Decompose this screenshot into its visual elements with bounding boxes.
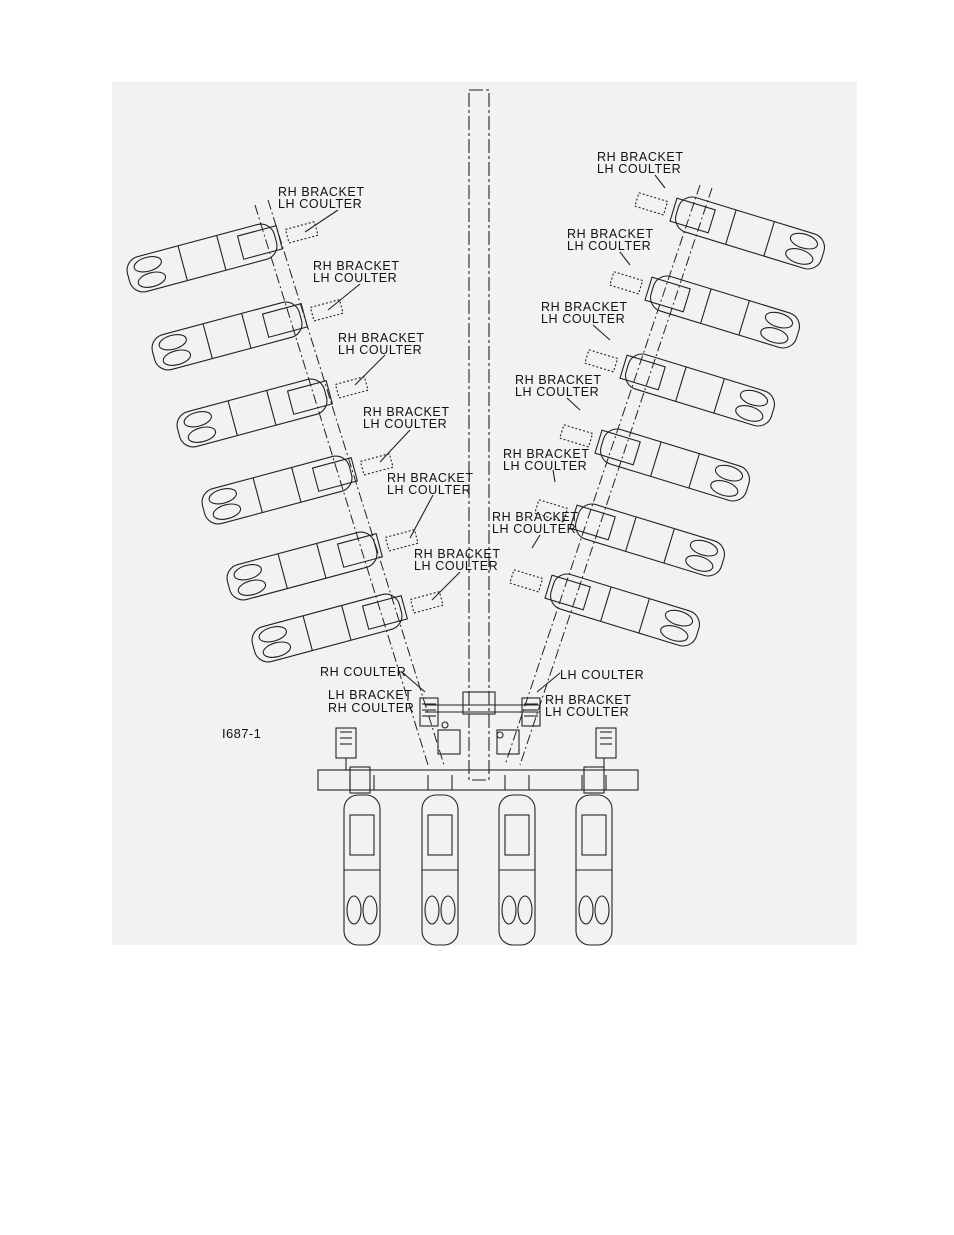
label-line: RH COULTER	[328, 701, 414, 715]
row-unit	[575, 775, 613, 946]
label-line: LH COULTER	[492, 522, 576, 536]
label-line: LH COULTER	[597, 162, 681, 176]
label-line: RH BRACKET	[541, 300, 628, 314]
center-beam	[468, 89, 490, 781]
right-row-units	[509, 192, 826, 647]
label-13: LH COULTER	[560, 668, 644, 682]
row-unit	[251, 590, 444, 663]
label-line: RH COULTER	[320, 665, 406, 679]
label-line: RH BRACKET	[567, 227, 654, 241]
row-unit	[534, 499, 726, 577]
row-unit	[176, 375, 369, 448]
row-unit	[509, 569, 701, 647]
row-unit	[151, 298, 344, 371]
figure-id: I687-1	[222, 726, 261, 741]
diagram-panel	[112, 82, 857, 945]
label-line: LH COULTER	[541, 312, 625, 326]
label-line: LH COULTER	[414, 559, 498, 573]
row-unit	[498, 775, 536, 946]
label-line: RH BRACKET	[313, 259, 400, 273]
coulter-bracket	[419, 697, 439, 727]
label-line: LH COULTER	[560, 668, 644, 682]
row-unit	[226, 528, 419, 601]
label-line: LH COULTER	[313, 271, 397, 285]
label-12: RH COULTER	[320, 665, 406, 679]
label-line: RH BRACKET	[338, 331, 425, 345]
row-unit	[126, 220, 319, 293]
label-line: LH COULTER	[545, 705, 629, 719]
row-unit	[609, 271, 801, 349]
label-line: RH BRACKET	[414, 547, 501, 561]
label-line: LH COULTER	[338, 343, 422, 357]
label-line: LH COULTER	[515, 385, 599, 399]
coulter-bracket	[521, 697, 541, 727]
row-unit	[634, 192, 826, 270]
hitch-assembly	[425, 691, 540, 755]
label-line: RH BRACKET	[387, 471, 474, 485]
row-unit	[584, 349, 776, 427]
row-unit	[343, 775, 381, 946]
coulter-bracket	[595, 727, 617, 770]
row-unit	[201, 452, 394, 525]
rear-toolbar	[317, 766, 639, 794]
leader-lines	[304, 174, 666, 693]
label-line: RH BRACKET	[278, 185, 365, 199]
label-line: RH BRACKET	[503, 447, 590, 461]
coulter-bracket	[335, 727, 357, 770]
label-line: RH BRACKET	[363, 405, 450, 419]
label-line: RH BRACKET	[492, 510, 579, 524]
label-line: RH BRACKET	[515, 373, 602, 387]
label-line: LH COULTER	[387, 483, 471, 497]
front-coulter-brackets	[335, 697, 617, 770]
label-line: LH COULTER	[363, 417, 447, 431]
label-line: LH BRACKET	[328, 688, 413, 702]
row-unit	[421, 775, 459, 946]
label-line: LH COULTER	[278, 197, 362, 211]
row-unit	[559, 424, 751, 502]
rear-row-units	[343, 775, 613, 946]
left-row-units	[126, 220, 444, 663]
label-line: LH COULTER	[503, 459, 587, 473]
label-line: LH COULTER	[567, 239, 651, 253]
label-line: RH BRACKET	[545, 693, 632, 707]
right-arm	[504, 184, 713, 766]
label-line: RH BRACKET	[597, 150, 684, 164]
